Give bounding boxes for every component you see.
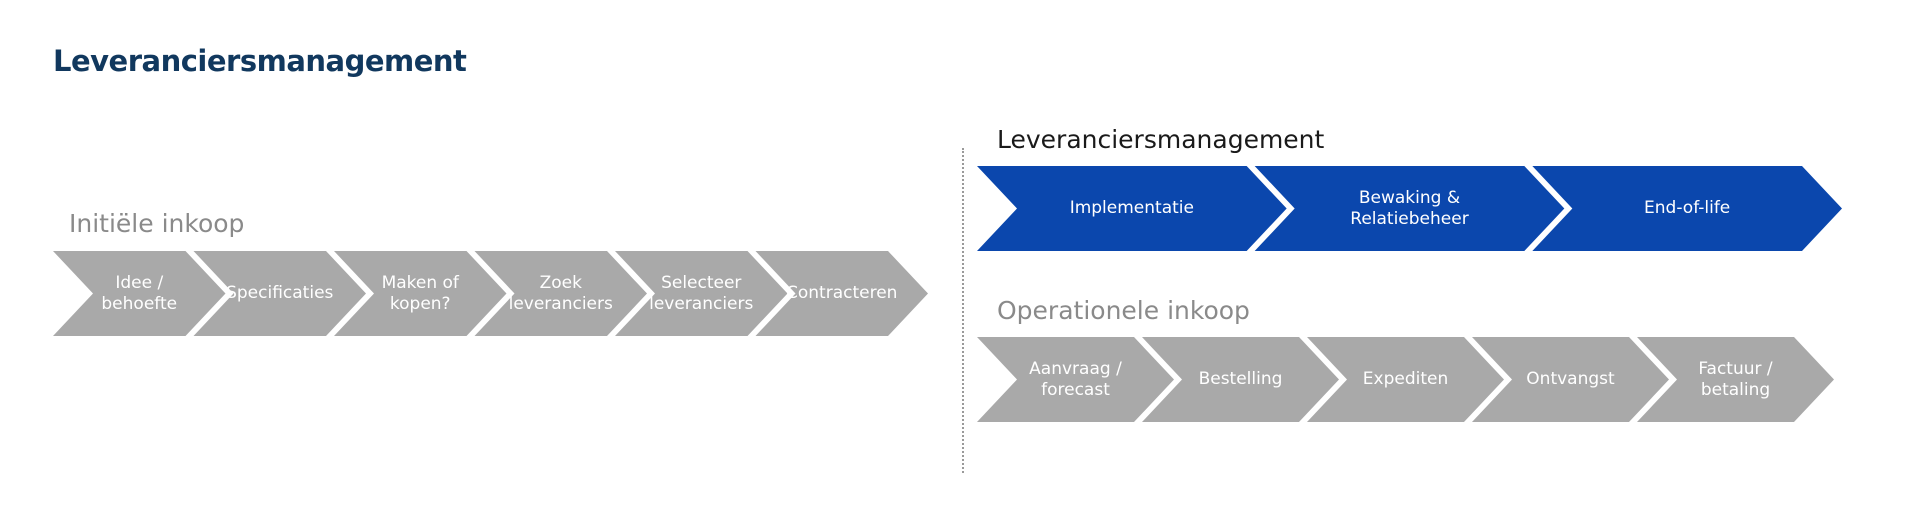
operational-purchasing-heading: Operationele inkoop bbox=[997, 296, 1250, 325]
operational-step-text: Factuur / betaling bbox=[1698, 358, 1773, 400]
initial-step-label: Specificaties bbox=[216, 251, 345, 336]
operational-step-chevron bbox=[1472, 337, 1669, 422]
operational-step-label: Aanvraag / forecast bbox=[999, 337, 1152, 422]
supplier-management-step-text: Bewaking & Relatiebeheer bbox=[1350, 187, 1469, 229]
operational-step-label: Bestelling bbox=[1164, 337, 1317, 422]
initial-step-label: Idee / behoefte bbox=[75, 251, 204, 336]
initial-step-text: Selecteer leveranciers bbox=[649, 272, 754, 314]
page-title: Leveranciersmanagement bbox=[53, 44, 467, 78]
initial-step-chevron bbox=[615, 251, 788, 336]
initial-step-chevron bbox=[193, 251, 366, 336]
supplier-management-step-text: Implementatie bbox=[1069, 198, 1194, 218]
operational-step-chevron bbox=[977, 337, 1174, 422]
operational-step-chevron bbox=[1307, 337, 1504, 422]
supplier-management-step-label: End-of-life bbox=[1554, 166, 1820, 251]
supplier-management-step-chevron bbox=[977, 166, 1287, 251]
initial-step-text: Contracteren bbox=[786, 283, 898, 303]
operational-step-text: Expediten bbox=[1362, 369, 1449, 389]
supplier-management-step-chevron bbox=[1532, 166, 1842, 251]
operational-step-chevron bbox=[1637, 337, 1834, 422]
initial-step-chevron bbox=[53, 251, 226, 336]
initial-step-label: Contracteren bbox=[778, 251, 907, 336]
initial-step-chevron bbox=[755, 251, 928, 336]
initial-step-text: Idee / behoefte bbox=[101, 272, 178, 314]
operational-step-chevron bbox=[1142, 337, 1339, 422]
section-divider bbox=[962, 148, 964, 473]
operational-step-label: Factuur / betaling bbox=[1659, 337, 1812, 422]
initial-step-label: Maken of kopen? bbox=[356, 251, 485, 336]
supplier-management-step-text: End-of-life bbox=[1644, 198, 1731, 218]
initial-step-text: Specificaties bbox=[226, 283, 334, 303]
operational-step-label: Ontvangst bbox=[1494, 337, 1647, 422]
operational-step-label: Expediten bbox=[1329, 337, 1482, 422]
supplier-management-step-chevron bbox=[1254, 166, 1565, 251]
initial-step-chevron bbox=[334, 251, 507, 336]
supplier-management-step-label: Bewaking & Relatiebeheer bbox=[1277, 166, 1543, 251]
initial-step-text: Maken of kopen? bbox=[381, 272, 459, 314]
initial-step-chevron bbox=[474, 251, 647, 336]
initial-step-label: Selecteer leveranciers bbox=[637, 251, 766, 336]
supplier-management-step-label: Implementatie bbox=[999, 166, 1265, 251]
operational-step-text: Bestelling bbox=[1198, 369, 1283, 389]
operational-step-text: Ontvangst bbox=[1526, 369, 1615, 389]
initial-step-label: Zoek leveranciers bbox=[497, 251, 626, 336]
operational-step-text: Aanvraag / forecast bbox=[1029, 358, 1122, 400]
initial-step-text: Zoek leveranciers bbox=[508, 272, 613, 314]
supplier-management-heading: Leveranciersmanagement bbox=[997, 125, 1325, 154]
initial-purchasing-heading: Initiële inkoop bbox=[69, 209, 245, 238]
